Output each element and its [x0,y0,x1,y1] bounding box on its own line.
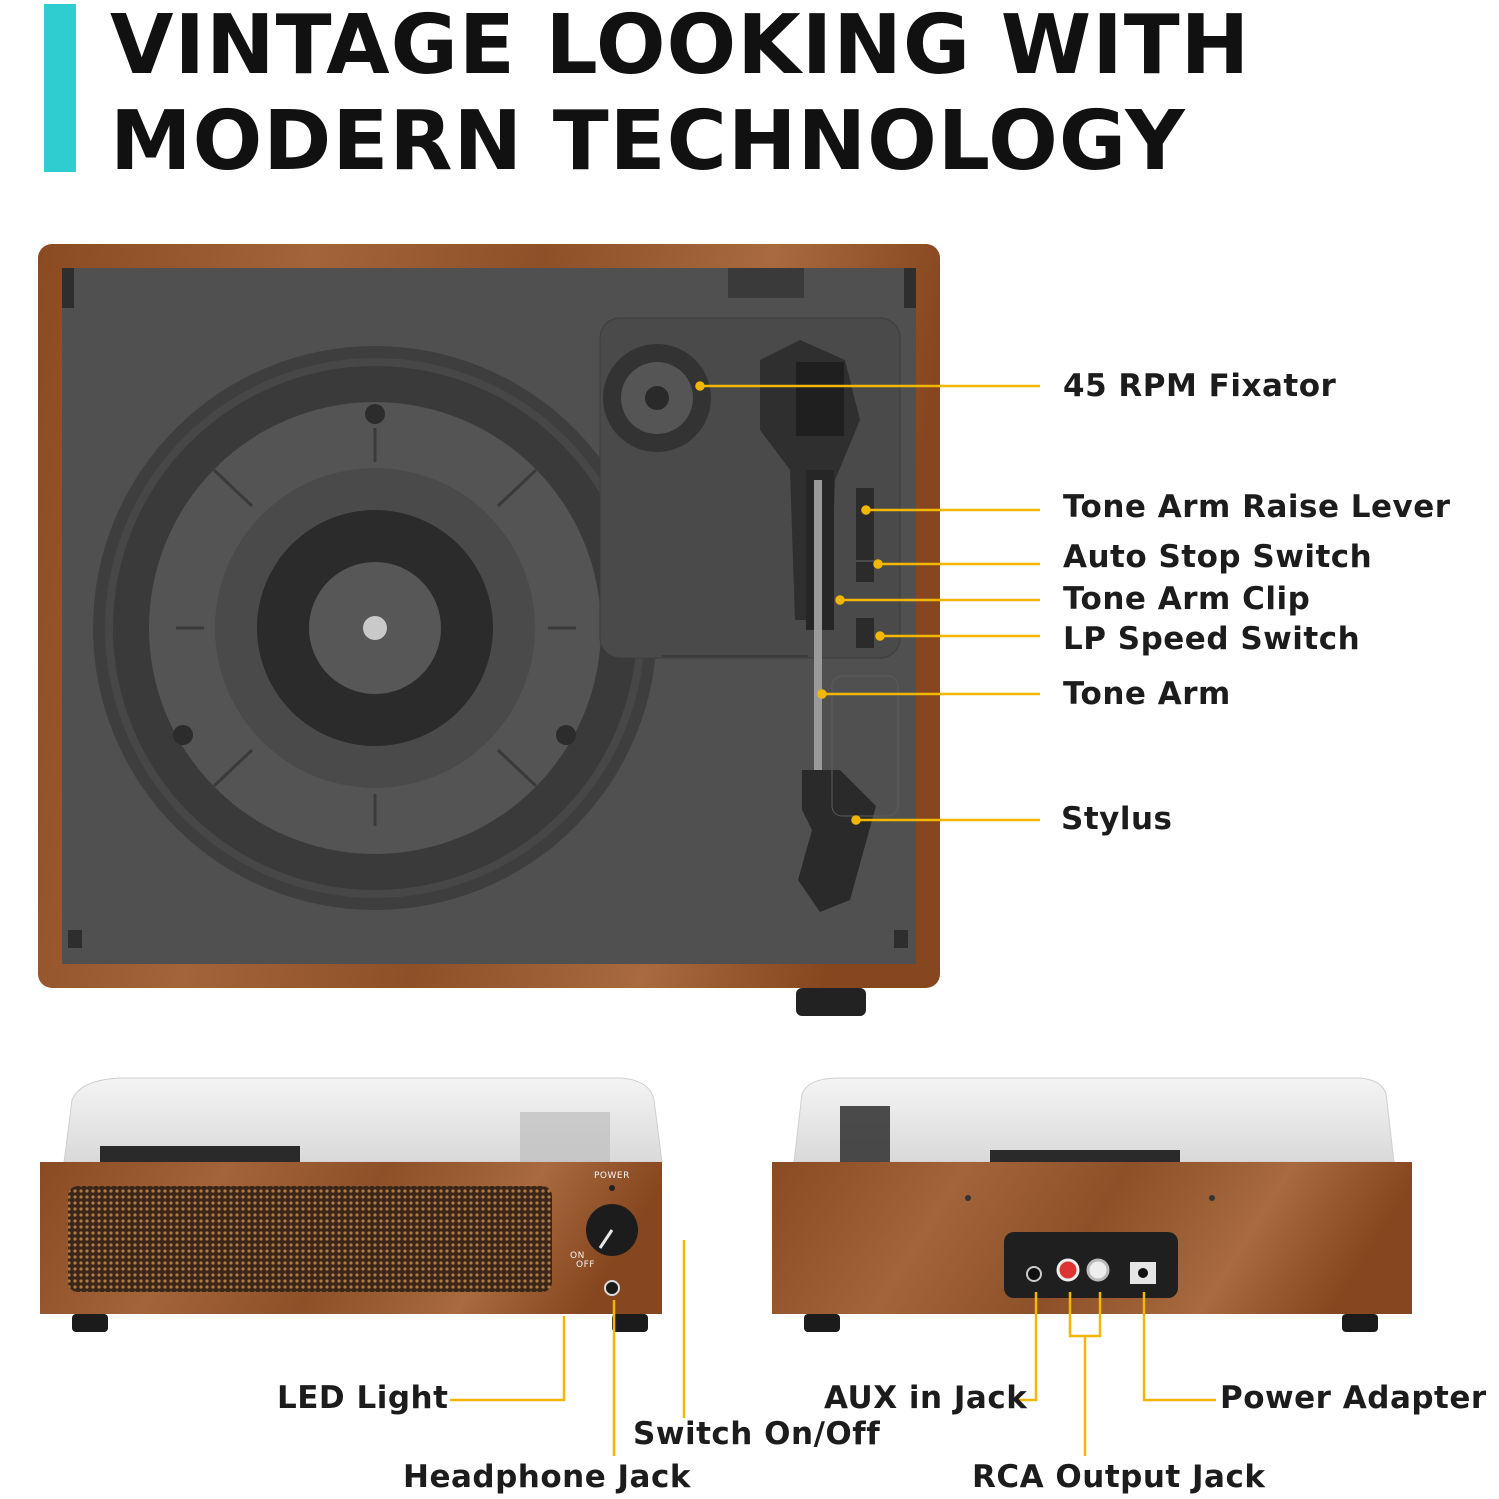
front-view-turntable [40,1077,663,1332]
headshell [798,770,876,912]
dust-cover-front [63,1077,663,1163]
top-view-turntable [38,244,940,1016]
label-rca-output-jack: RCA Output Jack [972,1459,1266,1495]
off-text: OFF [576,1260,595,1270]
label-headphone-jack: Headphone Jack [403,1459,691,1495]
label-lp-speed-switch: LP Speed Switch [1063,621,1361,657]
label-45-rpm-fixator: 45 RPM Fixator [1063,368,1337,404]
headline: VINTAGE LOOKING WITH MODERN TECHNOLOGY [110,0,1250,190]
headline-line-2: MODERN TECHNOLOGY [110,94,1186,189]
label-tone-arm: Tone Arm [1063,676,1231,712]
accent-bar [44,4,76,172]
spindle [363,616,387,640]
label-aux-in-jack: AUX in Jack [824,1380,1028,1416]
label-switch-on-off: Switch On/Off [633,1416,881,1452]
lid-hinge [728,268,804,298]
top-callout-lines [695,381,1040,825]
auto-stop-switch [856,562,874,582]
led-indicator [609,1185,615,1191]
power-text: POWER [594,1171,630,1181]
label-power-adapter: Power Adapter [1220,1380,1487,1416]
label-tone-arm-clip: Tone Arm Clip [1063,581,1311,617]
dust-cover-back [793,1077,1395,1163]
rca-red-port [1056,1258,1080,1282]
aux-in-port [1026,1266,1042,1282]
raise-lever [856,488,874,560]
headphone-jack [604,1280,620,1296]
back-view-turntable [772,1077,1412,1332]
speed-switch [856,618,874,648]
on-text: ON [570,1251,585,1261]
tone-arm-tube [814,480,822,780]
volume-knob-top [796,988,866,1016]
arm-rest-outline [831,675,899,817]
label-tone-arm-raise-lever: Tone Arm Raise Lever [1063,489,1451,525]
label-stylus: Stylus [1061,801,1173,837]
label-led-light: LED Light [277,1380,449,1416]
label-auto-stop-switch: Auto Stop Switch [1063,539,1373,575]
rca-white-port [1086,1258,1110,1282]
headline-line-1: VINTAGE LOOKING WITH [110,0,1251,93]
speaker-grille [68,1186,552,1292]
bottom-callout-lines [450,1240,1216,1456]
